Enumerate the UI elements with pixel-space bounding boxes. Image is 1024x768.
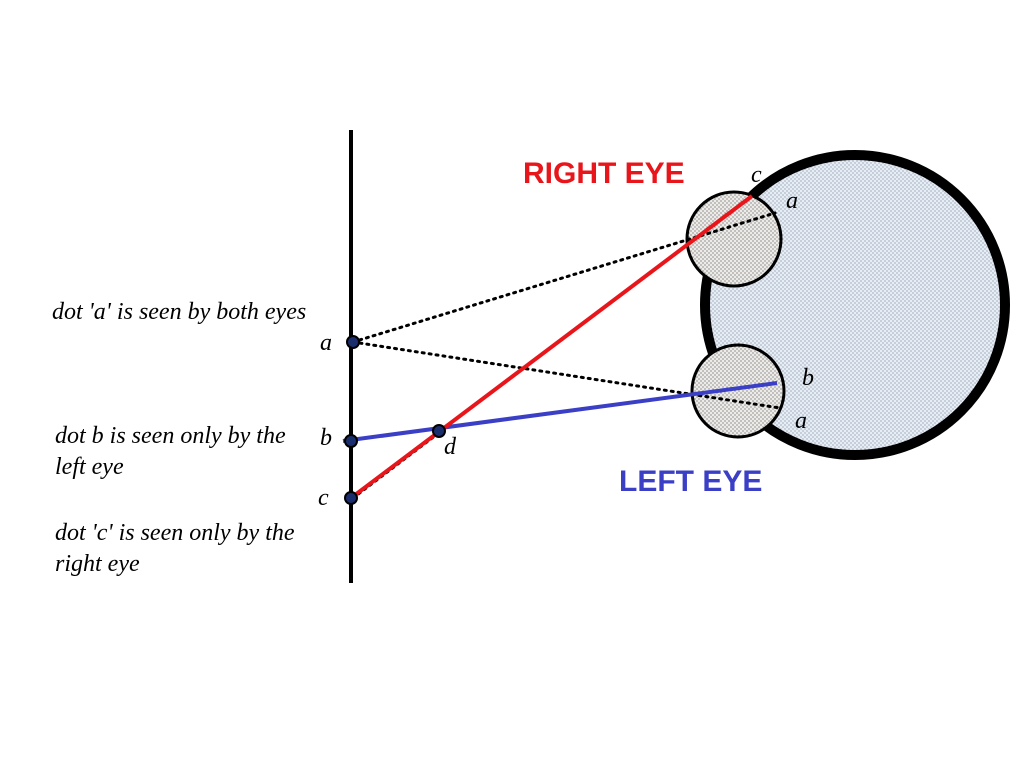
retina-right-c-label: c [751, 162, 762, 188]
caption-dot-b: dot b is seen only by the left eye [55, 423, 286, 480]
caption-dot-c: dot 'c' is seen only by the right eye [55, 520, 295, 577]
right-eye-ray [349, 194, 754, 500]
retina-right-a-label: a [786, 188, 798, 214]
dot-b-label: b [320, 425, 332, 451]
caption-dot-a: dot 'a' is seen by both eyes [52, 299, 307, 325]
dot-d [432, 424, 446, 438]
dot-b [344, 434, 358, 448]
dot-c [344, 491, 358, 505]
sight-line-a-left [351, 340, 782, 410]
retina-left-a-label: a [795, 408, 807, 434]
dot-c-label: c [318, 485, 329, 511]
dot-d-label: d [444, 434, 457, 460]
left-eye [690, 343, 786, 439]
left-eye-ray [342, 381, 778, 443]
retina-left-b-label: b [802, 365, 814, 391]
left-eye-title: LEFT EYE [619, 465, 762, 498]
dot-a-label: a [320, 330, 332, 356]
right-eye [685, 190, 783, 288]
dot-a [346, 335, 360, 349]
right-eye-title: RIGHT EYE [523, 157, 685, 190]
